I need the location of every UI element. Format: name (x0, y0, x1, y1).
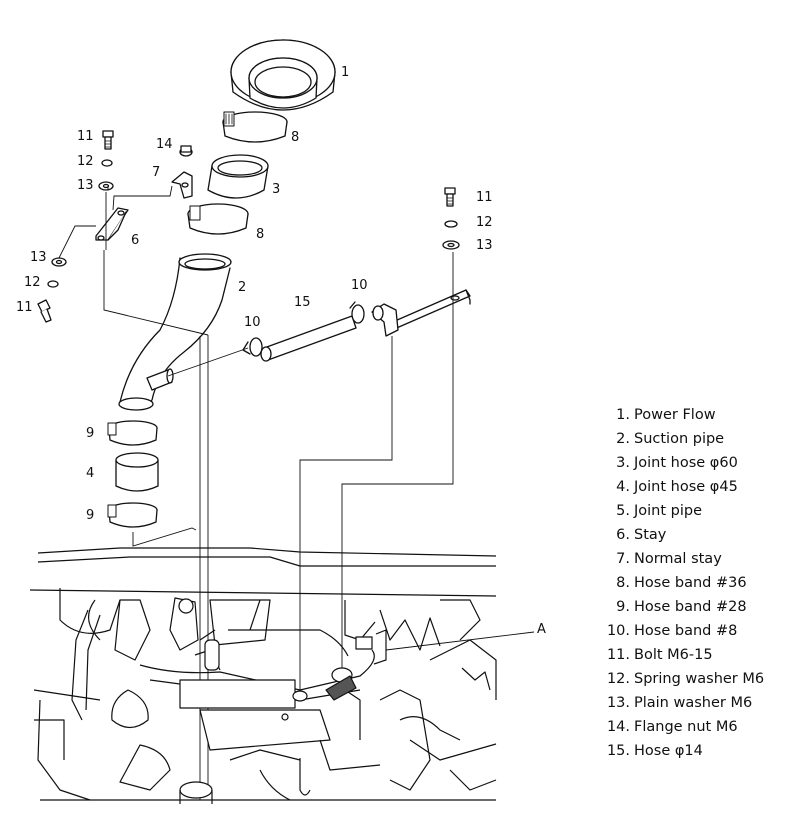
stay-bracket (95, 207, 129, 241)
callout-11c: 11 (476, 190, 493, 205)
legend-item-label: Hose band #8 (634, 623, 738, 639)
plain-washer-13-left (51, 257, 67, 267)
callout-13c: 13 (476, 238, 493, 253)
legend-item-number: 15. (606, 743, 630, 759)
callout-8a: 8 (291, 130, 299, 145)
callout-A: A (537, 622, 546, 637)
legend-item-number: 11. (606, 647, 630, 663)
legend-item: 8.Hose band #36 (596, 571, 800, 595)
bracket-with-elbow (371, 289, 471, 337)
hose-band-lower (187, 203, 249, 235)
callout-3: 3 (272, 182, 280, 197)
legend-item-number: 10. (606, 623, 630, 639)
bolt-11-right (444, 187, 456, 207)
legend-item-label: Suction pipe (634, 431, 725, 447)
legend-item: 1.Power Flow (596, 403, 800, 427)
hose-band-10-left (242, 337, 263, 357)
legend-item-label: Bolt M6-15 (634, 647, 713, 663)
legend-item-number: 9. (616, 599, 630, 615)
legend-item-label: Joint hose φ60 (634, 455, 738, 471)
legend-item-label: Hose band #28 (634, 599, 747, 615)
legend-item-label: Plain washer M6 (634, 695, 753, 711)
joint-hose-45 (115, 452, 159, 492)
legend-item: 9.Hose band #28 (596, 595, 800, 619)
legend-item-label: Power Flow (634, 407, 716, 423)
callout-6: 6 (131, 233, 139, 248)
spring-washer-12-right (444, 220, 458, 228)
callout-4: 4 (86, 466, 94, 481)
flange-nut (179, 145, 193, 157)
normal-stay (171, 171, 193, 199)
legend-item-number: 14. (606, 719, 630, 735)
spring-washer-12-left (47, 280, 59, 288)
legend-item-label: Joint pipe (634, 503, 703, 519)
power-flow-filter (230, 39, 336, 111)
legend-item-label: Hose band #36 (634, 575, 747, 591)
hose-band-9-upper (107, 420, 158, 446)
callout-10b: 10 (351, 278, 368, 293)
legend-item: 13.Plain washer M6 (596, 691, 800, 715)
engine-bay (29, 547, 497, 804)
legend-item-number: 4. (616, 479, 630, 495)
hose-band-9-lower (107, 502, 158, 528)
legend-item-label: Normal stay (634, 551, 722, 567)
bolt-11-top-left (102, 130, 114, 150)
callout-1: 1 (341, 65, 349, 80)
legend-item-label: Flange nut M6 (634, 719, 738, 735)
legend-item-number: 8. (616, 575, 630, 591)
legend-item: 12.Spring washer M6 (596, 667, 800, 691)
callout-12a: 12 (77, 154, 94, 169)
legend-item-number: 2. (616, 431, 630, 447)
callout-7: 7 (152, 165, 160, 180)
callout-11a: 11 (77, 129, 94, 144)
callout-10a: 10 (244, 315, 261, 330)
legend-item-label: Stay (634, 527, 667, 543)
callout-2: 2 (238, 280, 246, 295)
legend-item-number: 1. (616, 407, 630, 423)
callout-12b: 12 (24, 275, 41, 290)
bolt-11-left (37, 299, 52, 323)
legend-item: 2.Suction pipe (596, 427, 800, 451)
callout-labels: 1 8 3 8 2 14 7 6 11 12 13 13 12 11 15 10… (16, 65, 546, 637)
legend-item-number: 7. (616, 551, 630, 567)
legend-item-label: Hose φ14 (634, 743, 703, 759)
legend-item: 4.Joint hose φ45 (596, 475, 800, 499)
legend-item: 7.Normal stay (596, 547, 800, 571)
callout-9b: 9 (86, 508, 94, 523)
callout-9a: 9 (86, 426, 94, 441)
legend-item: 6.Stay (596, 523, 800, 547)
legend-item-number: 6. (616, 527, 630, 543)
hose-15 (260, 315, 357, 362)
legend-item-label: Spring washer M6 (634, 671, 765, 687)
hose-band-10-right (349, 301, 365, 324)
suction-pipe (118, 253, 232, 411)
leader-lines (58, 185, 535, 800)
callout-12c: 12 (476, 215, 493, 230)
plain-washer-13-top-left (98, 181, 114, 191)
hose-band-upper (222, 111, 288, 143)
callout-14: 14 (156, 137, 173, 152)
plain-washer-13-right (442, 240, 460, 250)
callout-13b: 13 (30, 250, 47, 265)
callout-13a: 13 (77, 178, 94, 193)
callout-15: 15 (294, 295, 311, 310)
callout-11b: 11 (16, 300, 33, 315)
legend-item-number: 5. (616, 503, 630, 519)
legend-item: 11.Bolt M6-15 (596, 643, 800, 667)
legend-item: 14.Flange nut M6 (596, 715, 800, 739)
legend-item-number: 12. (606, 671, 630, 687)
legend-item-number: 3. (616, 455, 630, 471)
legend-item: 15.Hose φ14 (596, 739, 800, 763)
legend-item-label: Joint hose φ45 (634, 479, 738, 495)
legend-item: 10.Hose band #8 (596, 619, 800, 643)
joint-hose-60 (207, 154, 269, 199)
legend-item: 5.Joint pipe (596, 499, 800, 523)
legend-item: 3.Joint hose φ60 (596, 451, 800, 475)
legend-item-number: 13. (606, 695, 630, 711)
callout-8b: 8 (256, 227, 264, 242)
spring-washer-12-top-left (101, 159, 113, 167)
